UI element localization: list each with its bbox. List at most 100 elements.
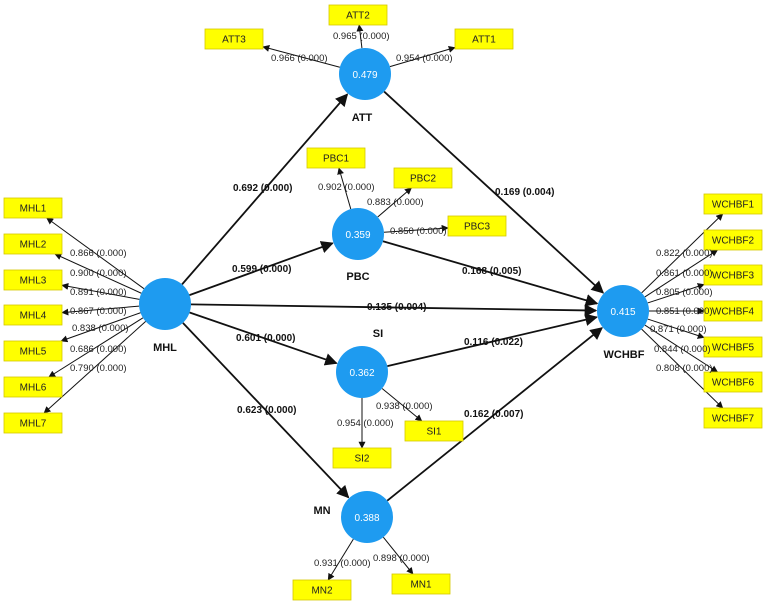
indicator-box-att3	[204, 28, 264, 50]
loading-arrow-mhl4	[61, 305, 140, 316]
indicator-label-att2: ATT2	[346, 11, 370, 22]
indicator-label-pbc2: PBC2	[410, 174, 437, 185]
construct-name-pbc: PBC	[346, 271, 369, 283]
construct-name-si: SI	[373, 328, 383, 340]
loading-arrow-wchbf5	[647, 318, 705, 339]
construct-circle-wchbf	[597, 285, 649, 337]
loading-value-wchbf7: 0.808 (0.000)	[656, 363, 713, 374]
construct-circle-si	[336, 346, 388, 398]
path-coefficient-mn-wchbf: 0.162 (0.007)	[464, 409, 524, 420]
indicator-box-mhl6	[3, 376, 63, 398]
loading-value-mhl5: 0.838 (0.000)	[72, 323, 129, 334]
loading-arrow-pbc1	[337, 167, 352, 210]
path-arrow-mhl-wchbf	[190, 303, 598, 317]
construct-r2-si: 0.362	[349, 368, 374, 379]
path-coefficient-att-wchbf: 0.169 (0.004)	[495, 187, 555, 198]
indicator-box-wchbf7	[703, 407, 763, 429]
indicator-label-wchbf7: WCHBF7	[712, 414, 755, 425]
loading-arrow-wchbf6	[644, 324, 719, 373]
loading-arrow-mhl3	[61, 282, 140, 300]
construct-name-mn: MN	[313, 505, 330, 517]
path-arrow-mhl-pbc	[189, 241, 334, 296]
indicator-label-si2: SI2	[354, 454, 369, 465]
loading-arrow-wchbf2	[644, 249, 719, 298]
construct-circle-mhl	[139, 278, 191, 330]
indicator-label-si1: SI1	[426, 427, 441, 438]
indicator-box-si1	[404, 420, 464, 442]
indicator-label-mhl5: MHL5	[20, 347, 47, 358]
construct-r2-mn: 0.388	[354, 513, 379, 524]
indicator-box-mhl1	[3, 197, 63, 219]
loading-arrow-mn1	[382, 536, 414, 575]
indicator-box-wchbf4	[703, 300, 763, 322]
path-coefficient-mhl-wchbf: 0.135 (0.004)	[367, 302, 427, 313]
construct-r2-wchbf: 0.415	[610, 307, 635, 318]
indicator-label-mn2: MN2	[311, 586, 333, 597]
loading-arrow-pbc3	[383, 224, 449, 233]
path-coefficient-mhl-att: 0.692 (0.000)	[233, 183, 293, 194]
indicator-box-mhl4	[3, 304, 63, 326]
loading-value-pbc1: 0.902 (0.000)	[318, 182, 375, 193]
indicator-box-mhl5	[3, 340, 63, 362]
loading-value-wchbf4: 0.851 (0.000)	[656, 306, 713, 317]
loading-value-mhl4: 0.867 (0.000)	[70, 306, 127, 317]
indicator-box-pbc3	[447, 215, 507, 237]
construct-name-wchbf: WCHBF	[604, 349, 645, 361]
loading-value-att1: 0.954 (0.000)	[396, 53, 453, 64]
indicator-box-mhl2	[3, 233, 63, 255]
loading-arrow-mhl1	[46, 217, 145, 290]
indicator-label-wchbf2: WCHBF2	[712, 236, 755, 247]
loading-arrow-mhl2	[54, 253, 142, 294]
loading-value-pbc3: 0.850 (0.000)	[390, 226, 447, 237]
indicator-label-mhl4: MHL4	[20, 311, 47, 322]
indicator-label-att3: ATT3	[222, 35, 246, 46]
construct-circle-mn	[341, 491, 393, 543]
indicator-box-mn2	[292, 579, 352, 601]
construct-name-mhl: MHL	[153, 342, 177, 354]
loading-value-wchbf3: 0.805 (0.000)	[656, 287, 713, 298]
indicator-box-si2	[332, 447, 392, 469]
construct-r2-att: 0.479	[352, 70, 377, 81]
indicator-box-wchbf6	[703, 371, 763, 393]
loading-arrow-si1	[381, 388, 423, 422]
indicator-label-pbc3: PBC3	[464, 222, 491, 233]
path-arrow-mhl-si	[189, 311, 338, 366]
path-coefficient-mhl-si: 0.601 (0.000)	[236, 333, 296, 344]
path-arrow-mhl-mn	[182, 322, 350, 499]
indicator-box-wchbf1	[703, 193, 763, 215]
path-arrow-att-wchbf	[383, 90, 605, 294]
loading-arrow-wchbf7	[641, 328, 724, 409]
loading-arrow-att1	[389, 45, 456, 68]
loading-value-mhl1: 0.866 (0.000)	[70, 248, 127, 259]
path-coefficient-mhl-pbc: 0.599 (0.000)	[232, 264, 292, 275]
path-arrow-si-wchbf	[387, 313, 598, 367]
indicator-box-pbc1	[306, 147, 366, 169]
indicator-label-att1: ATT1	[472, 35, 496, 46]
indicator-box-att1	[454, 28, 514, 50]
indicator-label-wchbf4: WCHBF4	[712, 307, 755, 318]
loading-value-wchbf1: 0.822 (0.000)	[656, 248, 713, 259]
loading-value-mn1: 0.898 (0.000)	[373, 553, 430, 564]
indicator-label-wchbf5: WCHBF5	[712, 343, 755, 354]
loading-arrow-att3	[262, 44, 341, 68]
path-coefficient-si-wchbf: 0.116 (0.022)	[464, 337, 523, 348]
loading-value-mhl2: 0.900 (0.000)	[70, 268, 127, 279]
loading-value-att3: 0.966 (0.000)	[271, 53, 328, 64]
loading-value-mn2: 0.931 (0.000)	[314, 558, 371, 569]
path-coefficient-pbc-wchbf: 0.168 (0.005)	[462, 266, 522, 277]
loading-value-mhl3: 0.891 (0.000)	[70, 287, 127, 298]
indicator-box-mn1	[391, 573, 451, 595]
path-arrow-pbc-wchbf	[382, 240, 599, 307]
path-arrow-mn-wchbf	[386, 327, 603, 502]
indicator-box-wchbf2	[703, 229, 763, 251]
indicator-box-wchbf3	[703, 264, 763, 286]
indicator-box-mhl3	[3, 269, 63, 291]
loading-arrow-pbc2	[377, 187, 412, 218]
loading-arrow-att2	[356, 24, 364, 49]
loading-arrow-wchbf1	[641, 213, 724, 294]
loading-value-wchbf5: 0.871 (0.000)	[650, 324, 707, 335]
loading-value-si2: 0.954 (0.000)	[337, 418, 394, 429]
indicator-label-wchbf1: WCHBF1	[712, 200, 755, 211]
loading-value-att2: 0.965 (0.000)	[333, 31, 390, 42]
